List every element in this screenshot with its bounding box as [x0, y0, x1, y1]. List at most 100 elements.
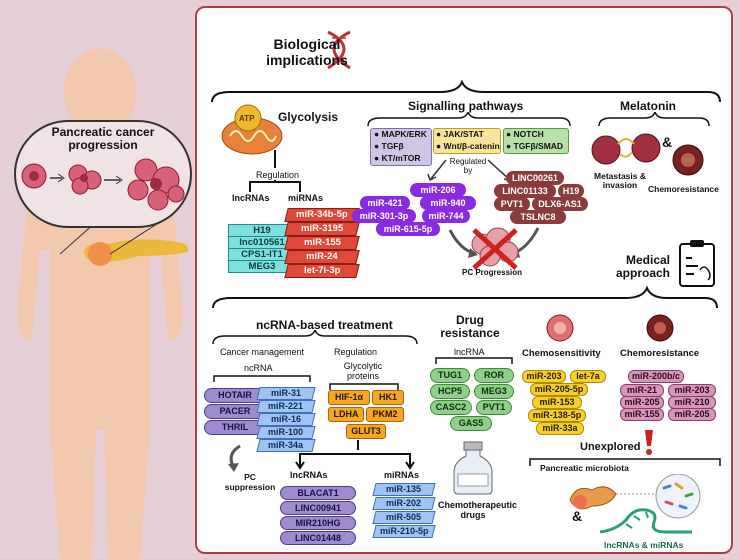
- medical-title: Medical approach: [615, 253, 670, 280]
- glyco-protein: LDHA: [328, 407, 364, 422]
- reg-lncrna: LINC00941: [280, 501, 356, 515]
- reg-lncrna: LINC01448: [280, 531, 356, 545]
- chemoresistance-tumor-icon-2: [646, 314, 674, 342]
- reg-mi-label: miRNAs: [384, 470, 420, 480]
- signal-lncrna: H19: [558, 184, 584, 198]
- microbiota-label: Pancreatic microbiota: [540, 463, 629, 473]
- medical-bracket: [212, 285, 718, 309]
- glyco-protein: HIF-1α: [328, 390, 370, 405]
- glycolysis-regulation: Regulation: [256, 170, 300, 180]
- chemosens-item: miR-153: [532, 396, 582, 409]
- glyco-protein: HK1: [372, 390, 404, 405]
- suppression-arrow: [228, 444, 241, 472]
- cm-mirna: miR-100: [256, 426, 316, 439]
- clipboard-icon: [679, 240, 715, 287]
- pc-suppression-label: PC suppression: [224, 472, 276, 492]
- glyco-protein: PKM2: [366, 407, 404, 422]
- reg-mirna: miR-135: [372, 483, 436, 496]
- signalling-title: Signalling pathways: [408, 99, 524, 113]
- melatonin-title: Melatonin: [620, 99, 676, 113]
- glyco-protein: GLUT3: [346, 424, 386, 439]
- glyco-mi-label: miRNAs: [288, 193, 324, 203]
- reg-mirna: miR-505: [372, 511, 436, 524]
- drug-lncrna: HCP5: [430, 384, 470, 399]
- melatonin-amp: &: [662, 134, 673, 150]
- glycolytic-label: Glycolytic proteins: [343, 361, 383, 381]
- drug-lncrna: MEG3: [474, 384, 514, 399]
- cm-mirna: miR-16: [256, 413, 316, 426]
- cm-lncrna: HOTAIR: [204, 388, 266, 403]
- signal-lncrna: DLX6-AS1: [532, 197, 588, 211]
- drug-lncrna: GAS5: [450, 416, 492, 431]
- signal-lncrna: PVT1: [494, 197, 530, 211]
- glyco-mi-item: let-7i-3p: [284, 264, 360, 278]
- header-bracket: [211, 80, 721, 103]
- signal-mirna: miR-744: [422, 209, 470, 223]
- pc-progression-label: PC Progression: [462, 268, 523, 277]
- progression-title: Pancreatic cancer progression: [51, 125, 155, 152]
- signal-mirna: miR-421: [360, 196, 410, 210]
- glyco-mi-item: miR-34b-5p: [284, 208, 360, 222]
- lnc-mi-label: lncRNAs & miRNAs: [604, 540, 684, 550]
- ncrna-treatment-title: ncRNA-based treatment: [256, 318, 393, 332]
- chemosens-item: miR-138-5p: [528, 409, 586, 422]
- drug-lncrna: CASC2: [430, 400, 472, 415]
- chemores-item: miR-200b/c: [628, 370, 684, 383]
- pathway-item: ● MAPK/ERK: [374, 129, 427, 139]
- reg-lncrna: BLACAT1: [280, 486, 356, 500]
- chemoresistance-tumor-icon: [672, 144, 704, 176]
- pathway-item: ● JAK/STAT: [436, 129, 484, 139]
- biological-title: Biological implications: [266, 36, 348, 68]
- signal-mirna: miR-301-3p: [352, 209, 416, 223]
- chemosens-item: miR-205-5p: [530, 383, 588, 396]
- chemores-item: miR-155: [620, 408, 664, 421]
- pathway-item: ● Wnt/β-catenin: [436, 141, 500, 151]
- mitochondria-icon: [221, 104, 283, 155]
- ncrna-small-bracket: [213, 375, 311, 382]
- chemosens-item: miR-203: [522, 370, 566, 383]
- glyco-bracket: [329, 383, 399, 390]
- metastasis-icon: [591, 133, 661, 165]
- glyco-mi-item: miR-24: [284, 250, 360, 264]
- pathway-group-1: [370, 128, 432, 166]
- signal-mirna: miR-615-5p: [376, 222, 440, 236]
- regulated-by-label: Regulated by: [449, 157, 487, 175]
- pathway-item: ● KT/mTOR: [374, 153, 421, 163]
- ncrna-label: ncRNA: [244, 363, 273, 373]
- pathway-item: ● TGFβ: [374, 141, 404, 151]
- glycolysis-title: Glycolysis: [278, 110, 339, 124]
- signal-mirna: miR-206: [410, 183, 466, 197]
- reg-lnc-label: lncRNAs: [290, 470, 328, 480]
- ncrna-bracket: [212, 330, 418, 345]
- unexplored-amp: &: [572, 508, 583, 524]
- drug-bracket: [435, 357, 513, 364]
- drug-lncrna: TUG1: [430, 368, 470, 383]
- chemosensitivity-title: Chemosensitivity: [522, 348, 601, 359]
- melatonin-chemoresistance: Chemoresistance: [648, 184, 719, 194]
- signal-lncrna: TSLNC8: [510, 210, 566, 224]
- glyco-lnc-label: lncRNAs: [232, 193, 270, 203]
- drug-title: Drug resistance: [440, 313, 500, 340]
- cm-mirna: miR-221: [256, 400, 316, 413]
- pathway-group-3: [503, 128, 569, 154]
- unexplored-bracket: [529, 458, 721, 466]
- tumor-cells-icon: [21, 158, 185, 211]
- regulation-arrows: [295, 440, 415, 470]
- glyco-mi-item: miR-3195: [284, 222, 360, 236]
- signalling-bracket: [367, 112, 571, 127]
- pathway-item: ● NOTCH: [506, 129, 544, 139]
- signal-lncrna: LINC00261: [506, 171, 564, 185]
- exclamation-icon: [645, 430, 653, 455]
- pathway-item: ● TGFβ/SMAD: [506, 141, 564, 151]
- cm-mirna: miR-31: [256, 387, 316, 400]
- pc-tumor-crossed: [448, 227, 540, 270]
- pancreas-organ: [84, 239, 189, 266]
- signal-lncrna: LINC01133: [494, 184, 556, 198]
- chemosens-item: let-7a: [570, 370, 606, 383]
- drug-lncrna: ROR: [474, 368, 514, 383]
- rna-hairpin-icon: [599, 508, 692, 534]
- glycolysis-arrows: [249, 150, 301, 192]
- reg-mirna: miR-210-5p: [372, 525, 436, 538]
- drug-vial-icon: [453, 441, 493, 495]
- chemores-item: miR-205: [668, 408, 716, 421]
